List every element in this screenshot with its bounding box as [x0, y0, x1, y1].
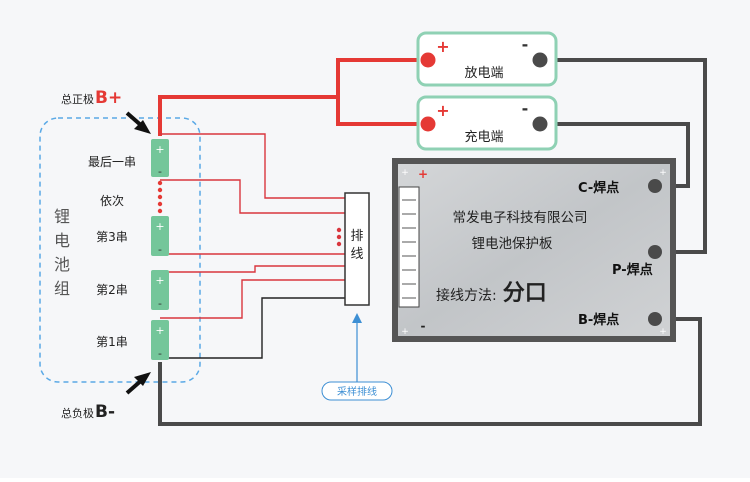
cell-3-label: 第3串	[96, 230, 128, 244]
svg-text:+: +	[155, 220, 164, 233]
svg-text:+: +	[155, 274, 164, 287]
sense-wires	[160, 133, 345, 359]
charge-minus-sign: -	[522, 99, 529, 118]
cell-2-label: 第2串	[96, 283, 128, 297]
discharge-negative-wire	[545, 58, 707, 254]
board-harness-socket	[398, 186, 420, 308]
cell-1: + -	[151, 320, 169, 360]
discharge-negative-terminal	[532, 52, 548, 68]
discharge-port-label: 放电端	[464, 66, 503, 81]
wiring-method: 接线方法:分口	[436, 281, 547, 306]
pad-p-label: P-焊点	[612, 262, 653, 278]
charge-positive-terminal	[420, 116, 436, 132]
board-name: 锂电池保护板	[472, 236, 553, 252]
discharge-port	[416, 31, 558, 87]
board-company: 常发电子科技有限公司	[453, 210, 588, 226]
charge-port-label: 充电端	[464, 129, 503, 145]
charge-positive-wire	[336, 97, 428, 126]
annotation-arrow-head	[352, 313, 362, 323]
svg-text:+: +	[659, 168, 667, 178]
discharge-positive-terminal	[420, 52, 436, 68]
charge-plus-sign: +	[436, 101, 449, 120]
sampling-harness-tag	[321, 381, 393, 401]
pad-p-terminal	[648, 245, 662, 259]
svg-text:-: -	[158, 297, 162, 310]
cell-2: + -	[151, 270, 169, 310]
sense-wire-ellipsis	[336, 227, 342, 247]
cell-last: + -	[151, 139, 169, 178]
pad-b-label: B-焊点	[578, 312, 619, 328]
svg-text:+: +	[659, 327, 667, 337]
pack-name-char-1: 锂	[54, 207, 70, 226]
b-minus-wire	[158, 317, 702, 426]
protection-board	[398, 164, 670, 336]
pack-name-char-2: 电	[54, 231, 70, 250]
harness-char-1: 排	[350, 229, 363, 244]
harness-connector	[344, 192, 370, 306]
cell-last-label: 最后一串	[88, 155, 136, 169]
harness-char-2: 线	[350, 247, 363, 262]
charge-negative-terminal	[532, 116, 548, 132]
total-negative-label: 总负极B-	[61, 402, 115, 422]
board-socket-plus: +	[418, 167, 428, 181]
cell-sequence-label: 依次	[100, 193, 124, 208]
pad-c-terminal	[648, 179, 662, 193]
discharge-minus-sign: -	[522, 35, 529, 54]
total-positive-label: 总正极B+	[61, 88, 122, 108]
board-corner-marks: + + + +	[401, 168, 667, 337]
charge-port	[416, 95, 558, 151]
cell-sequence-dots	[157, 180, 163, 214]
svg-text:+: +	[401, 168, 409, 178]
pack-name-char-4: 组	[54, 279, 70, 298]
svg-text:-: -	[158, 165, 162, 178]
cell-3: + -	[151, 216, 169, 256]
discharge-plus-sign: +	[436, 37, 449, 56]
svg-text:+: +	[155, 143, 164, 156]
pad-b-terminal	[648, 312, 662, 326]
pack-name-char-3: 池	[54, 255, 70, 274]
svg-text:-: -	[158, 347, 162, 360]
sampling-harness-label: 采样排线	[337, 385, 377, 398]
svg-text:+: +	[155, 324, 164, 337]
board-socket-minus: -	[421, 319, 426, 333]
battery-pack-outline	[39, 117, 201, 383]
svg-text:-: -	[158, 243, 162, 256]
cell-1-label: 第1串	[96, 335, 128, 349]
pad-c-label: C-焊点	[578, 180, 619, 196]
svg-text:+: +	[401, 327, 409, 337]
